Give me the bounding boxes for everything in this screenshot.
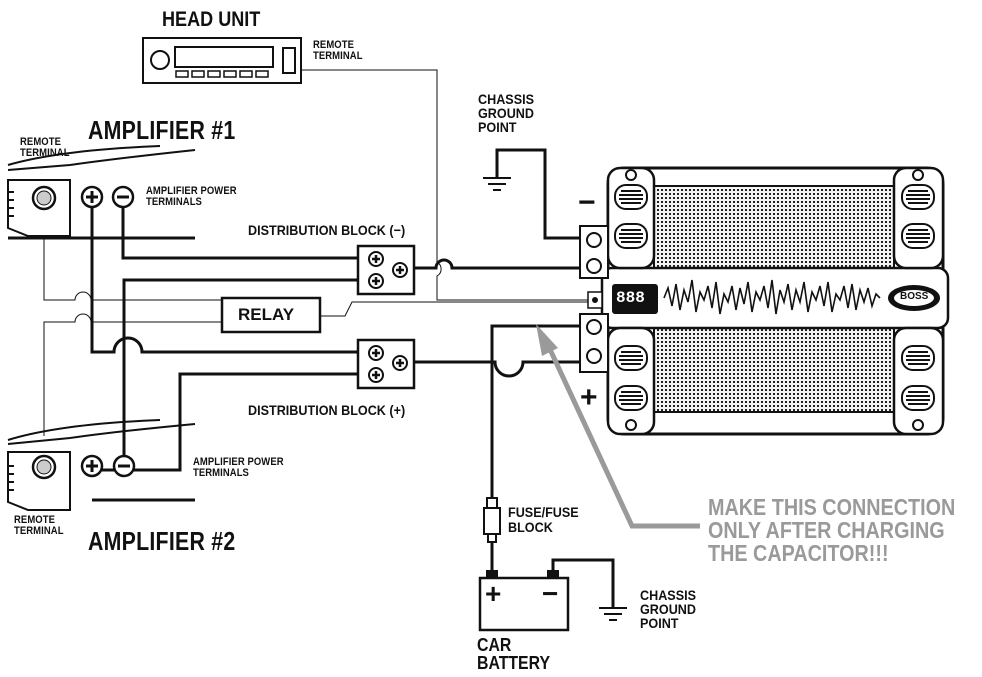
amp1-power-terminals-label: AMPLIFIER POWER TERMINALS [146, 185, 237, 208]
chassis-ground-bottom-symbol [599, 607, 627, 621]
battery-minus-sign: − [542, 578, 559, 609]
distribution-block-positive-label: DISTRIBUTION BLOCK (+) [248, 402, 406, 418]
amplifier-2-label: AMPLIFIER #2 [88, 526, 236, 556]
amp2-remote-terminal-label: REMOTE TERMINAL [14, 514, 64, 537]
warning-arrow [536, 324, 700, 529]
chassis-ground-bottom-label: CHASSIS GROUND POINT [640, 587, 697, 631]
battery-plus-sign: + [485, 578, 502, 609]
amp1-remote-terminal-label: REMOTE TERMINAL [20, 136, 70, 159]
capacitor [579, 166, 950, 436]
distribution-block-positive [356, 338, 416, 390]
distribution-block-negative [356, 244, 416, 296]
heavy-wires [8, 148, 615, 608]
chassis-ground-top-label: CHASSIS GROUND POINT [478, 91, 535, 135]
amplifier-2 [7, 419, 196, 511]
capacitor-negative-sign: − [578, 186, 596, 219]
fuse-block-label: FUSE/FUSE BLOCK [508, 504, 579, 535]
head-unit [142, 37, 302, 84]
head-unit-label: HEAD UNIT [162, 8, 261, 31]
amp2-power-terminals-label: AMPLIFIER POWER TERMINALS [193, 456, 284, 479]
capacitor-brand-logo: BOSS [900, 291, 929, 302]
amplifier-1-label: AMPLIFIER #1 [88, 115, 236, 145]
amplifier-1 [7, 145, 196, 237]
distribution-block-negative-label: DISTRIBUTION BLOCK (−) [248, 222, 406, 238]
capacitor-display: 888 [616, 289, 645, 307]
fuse [483, 497, 501, 543]
head-unit-remote-terminal-label: REMOTE TERMINAL [313, 39, 363, 62]
relay [220, 296, 322, 334]
car-battery-label: CAR BATTERY [477, 635, 551, 673]
warning-text: MAKE THIS CONNECTION ONLY AFTER CHARGING… [708, 494, 956, 566]
chassis-ground-top-symbol [483, 177, 511, 191]
car-battery [478, 570, 570, 632]
capacitor-positive-sign: + [580, 381, 598, 414]
relay-label: RELAY [238, 305, 295, 324]
